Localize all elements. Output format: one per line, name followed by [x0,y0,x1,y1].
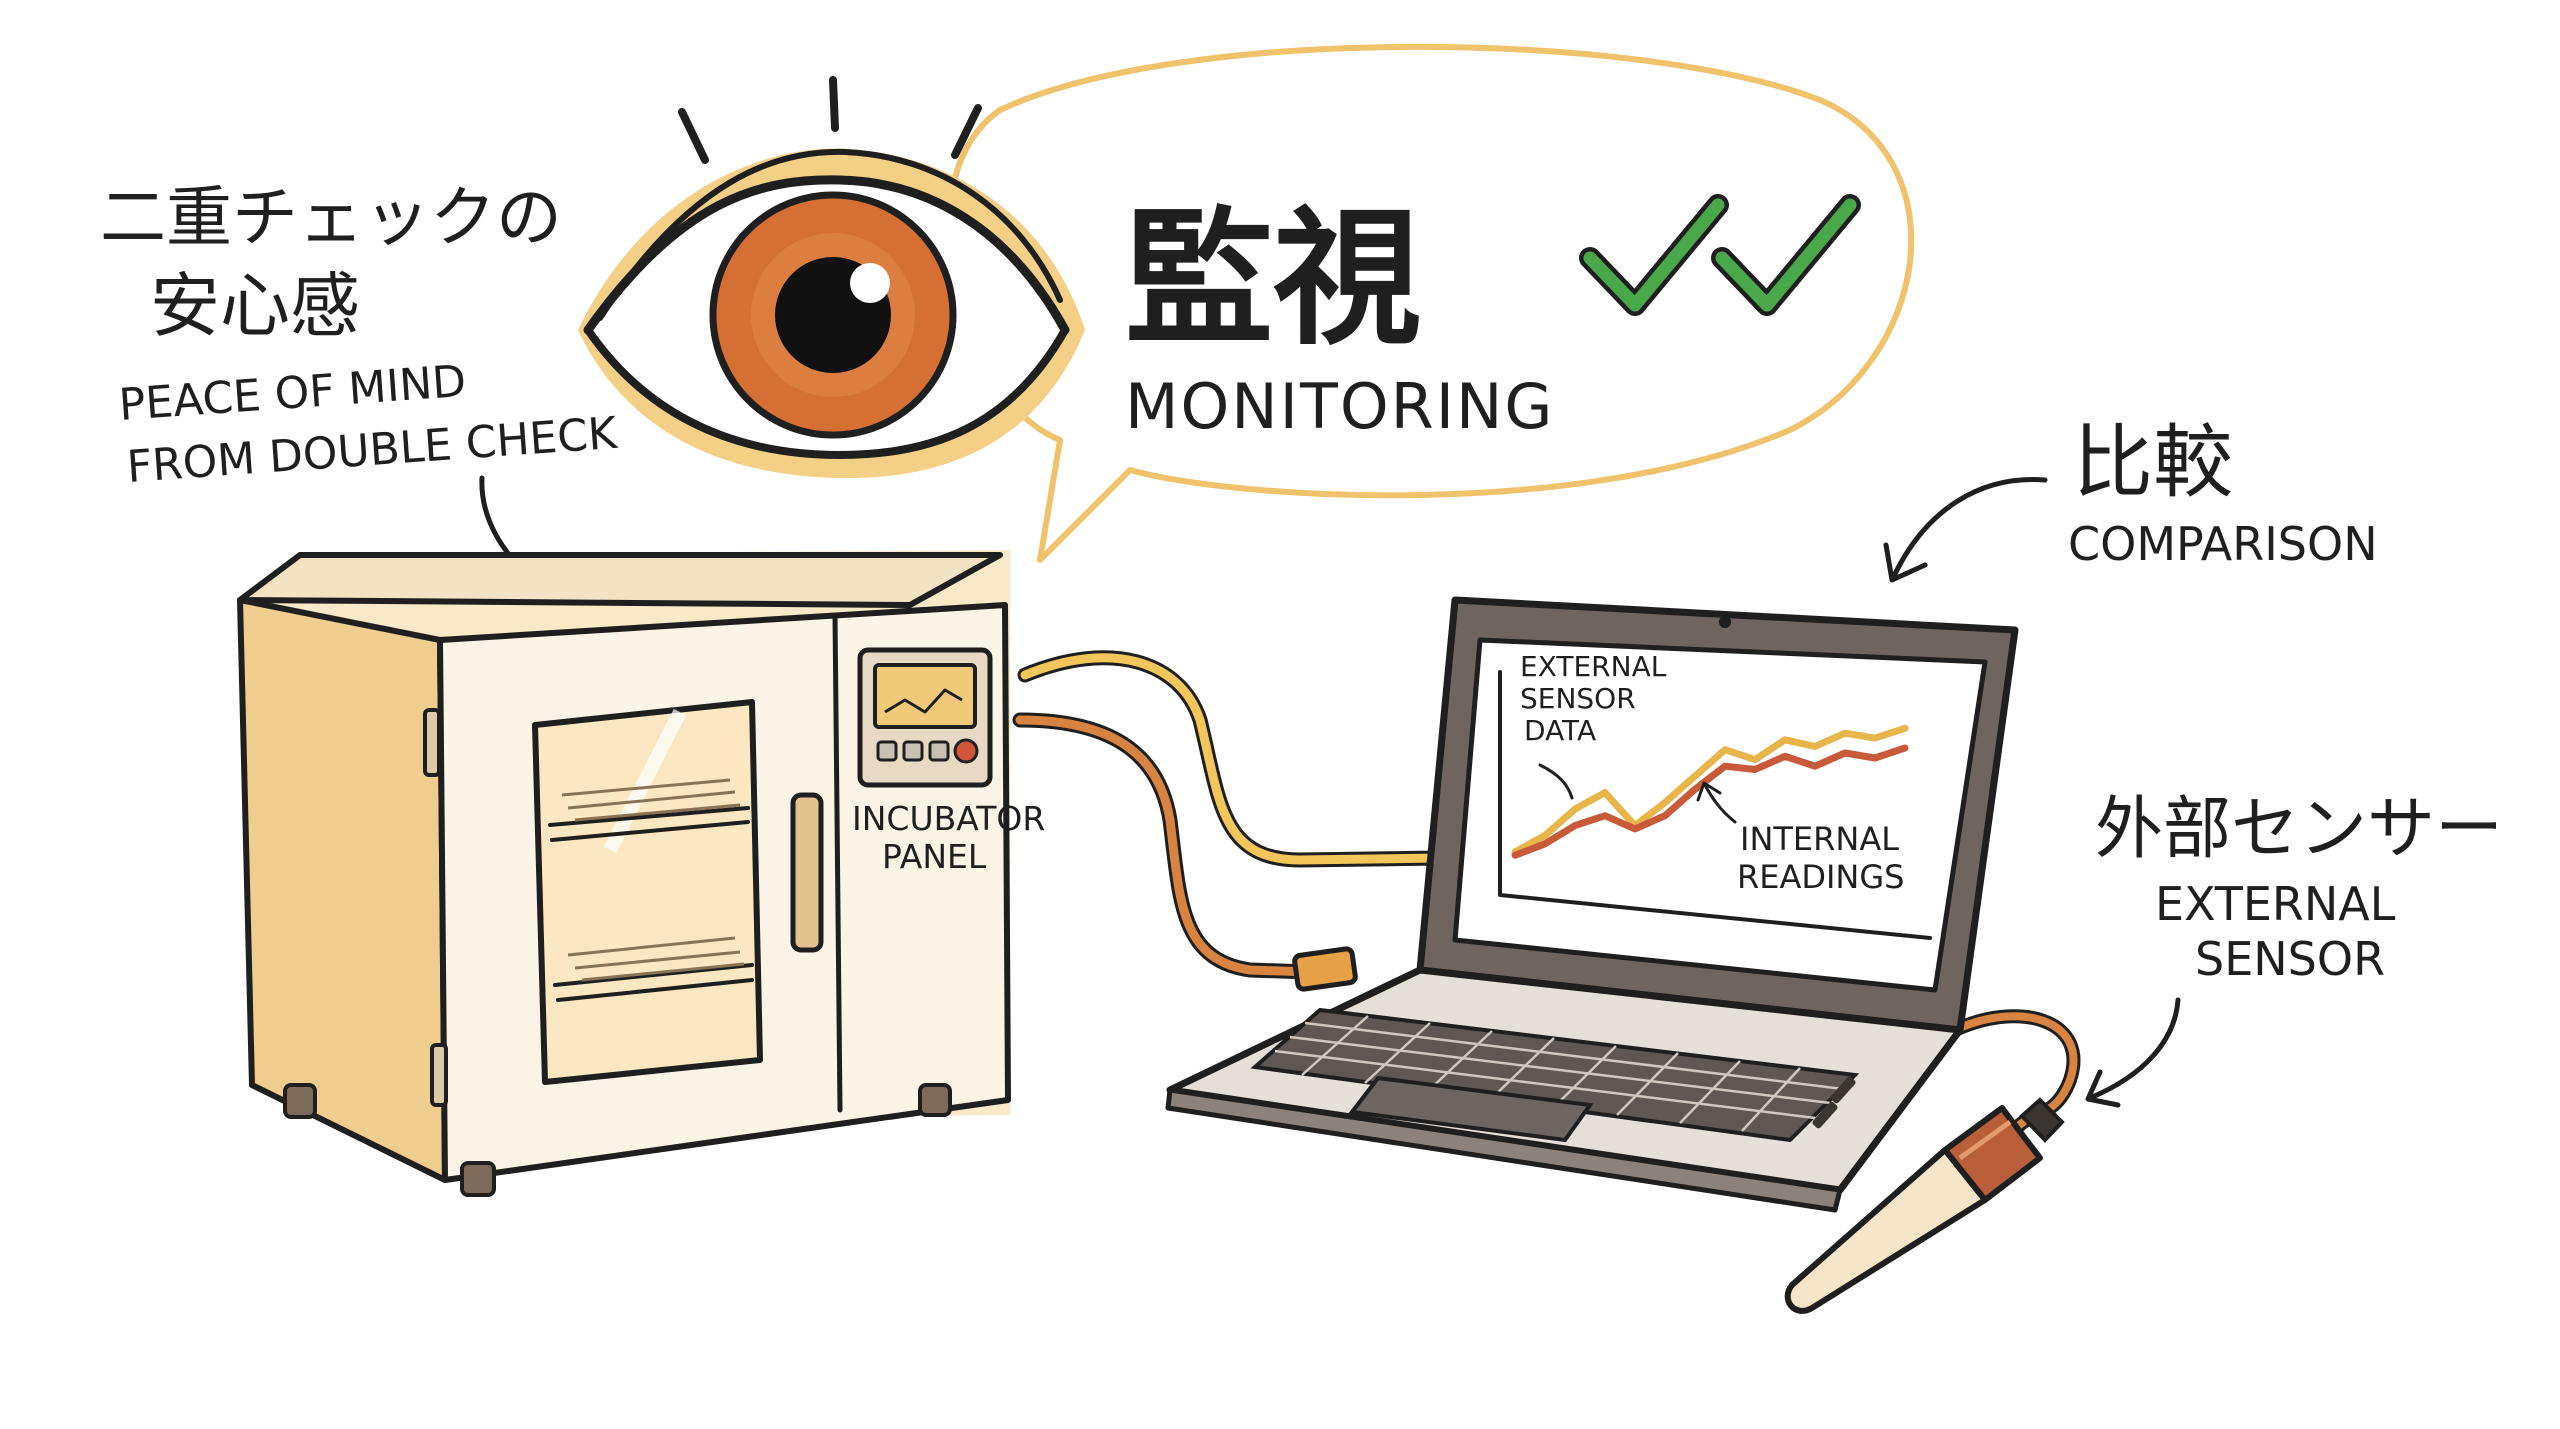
panel-display [873,663,977,729]
comparison-annotation: 比較 COMPARISON [1883,416,2378,583]
chart-label-internal-line1: INTERNAL [1740,820,1899,858]
eye-icon [578,76,1085,479]
bubble-title-jp: 監視 [1125,193,1421,365]
sensor-label-en-line2: SENSOR [2195,932,2385,986]
chart-label-external-line1: EXTERNAL [1520,650,1667,683]
comparison-arrow [1890,477,2048,581]
incubator-top [237,552,1003,608]
chart-axes [1498,670,1932,940]
double-check-annotation: 二重チェックの 安心感 PEACE OF MIND FROM DOUBLE CH… [100,179,620,598]
incubator-door-handle [790,792,824,953]
laptop [1165,596,2019,1213]
chart-series-group [1511,724,1909,859]
sensor-cables [1012,650,2081,1137]
sensor-label-jp: 外部センサー [2095,790,2503,869]
double-check-jp-line2: 安心感 [150,265,360,347]
panel-button-3 [928,740,950,762]
incubator-panel-label-line2: PANEL [882,837,987,876]
incubator-panel-label-line1: INCUBATOR [852,799,1045,838]
incubator: INCUBATOR PANEL [237,550,1045,1197]
sensor-label-en-line1: EXTERNAL [2155,877,2396,931]
laptop-touchpad [1348,1075,1594,1143]
panel-button-2 [902,740,924,762]
chart-label-external-line2: SENSOR [1520,682,1636,715]
comparison-label-en: COMPARISON [2068,517,2378,571]
bubble-title-en: MONITORING [1125,370,1554,443]
incubator-window [532,699,763,1085]
chart-label-internal-line2: READINGS [1737,858,1904,896]
incubator-side [237,597,448,1183]
laptop-chart: EXTERNAL SENSOR DATA INTERNAL READINGS [1498,650,1932,940]
laptop-camera [1719,616,1731,628]
external-sensor [1784,1097,2065,1314]
chart-label-external-line3: DATA [1524,714,1596,747]
double-check-en-line1: PEACE OF MIND [117,356,468,431]
chart-series-line-2 [1511,744,1909,859]
double-check-icon [1579,194,1861,316]
panel-power-light [953,738,979,764]
chart-series-line-1 [1511,724,1909,856]
sensor-arrow [2087,997,2181,1101]
comparison-label-jp: 比較 [2073,416,2233,509]
double-check-jp-line1: 二重チェックの [100,179,562,256]
sensor-annotation: 外部センサー EXTERNAL SENSOR [2085,790,2503,1108]
sensor-probe [1784,1147,1988,1314]
internal-label-arrow [1703,783,1737,824]
panel-button-1 [876,740,898,762]
external-label-arrow [1538,763,1574,800]
